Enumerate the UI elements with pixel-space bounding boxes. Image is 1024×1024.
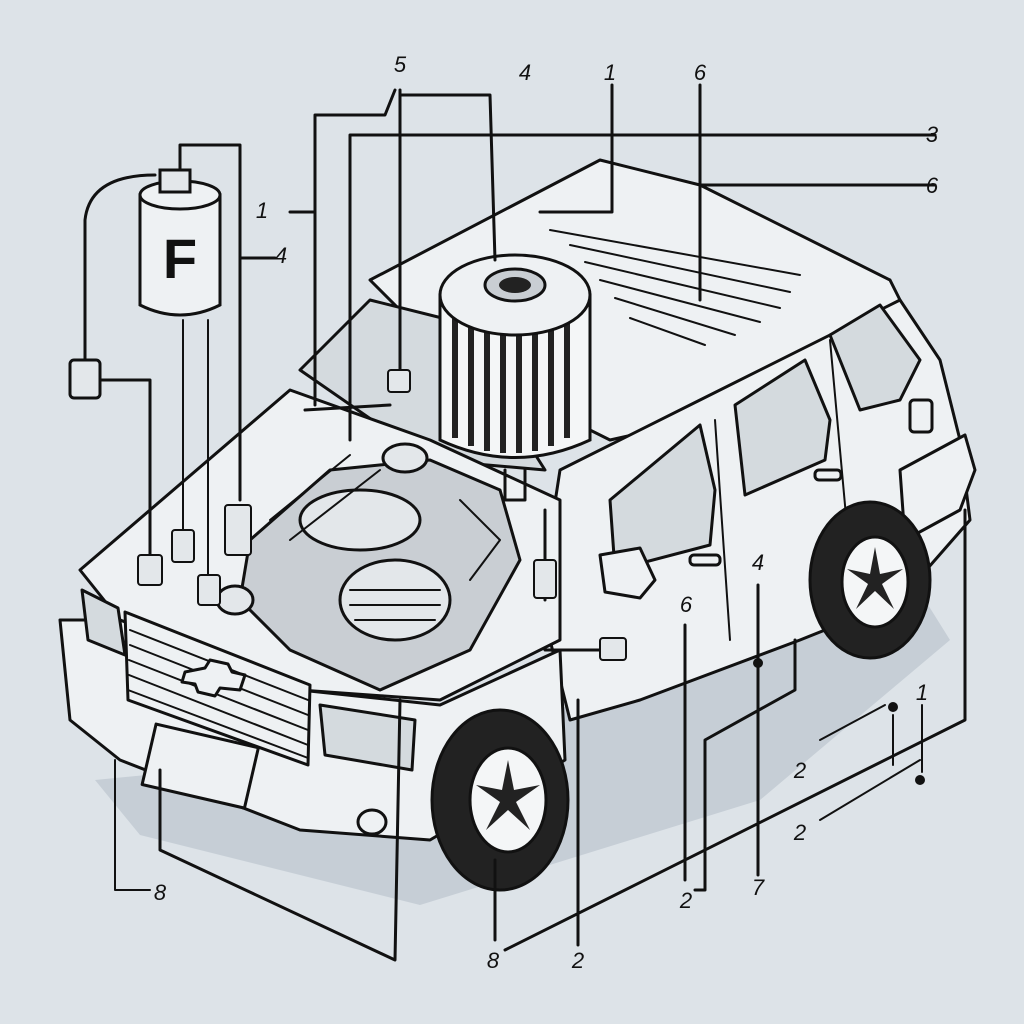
fuel-line-left bbox=[83, 173, 157, 362]
air-filter-pleats bbox=[452, 318, 570, 453]
callout-6-door: 6 bbox=[680, 592, 693, 617]
fuel-lines bbox=[68, 83, 967, 962]
fuel-injector-1 bbox=[137, 554, 163, 586]
callout-2-bottom: 2 bbox=[679, 888, 692, 913]
connector-dot-right bbox=[915, 775, 925, 785]
door-seam-front bbox=[714, 419, 731, 641]
callout-labels: 5 4 1 6 3 6 1 4 4 6 1 2 2 8 2 7 8 2 bbox=[154, 52, 939, 973]
engine-assembly bbox=[215, 442, 522, 692]
air-filter-icon bbox=[438, 253, 592, 502]
fuel-injector-3 bbox=[197, 574, 221, 606]
leader-5 bbox=[313, 88, 397, 407]
connector-dot-door bbox=[753, 658, 763, 668]
air-filter-stem bbox=[503, 468, 527, 502]
side-mirror bbox=[598, 546, 657, 600]
window-rear-quarter bbox=[828, 303, 922, 412]
callout-4-top: 4 bbox=[519, 60, 531, 85]
engine-hoses bbox=[269, 454, 501, 581]
callout-1-top: 1 bbox=[604, 60, 616, 85]
canister-fitting bbox=[158, 168, 192, 194]
leader-2-mid bbox=[819, 704, 886, 741]
leader-2-low bbox=[819, 759, 921, 821]
fuel-valve-5 bbox=[387, 369, 411, 393]
leader-5-branch bbox=[303, 403, 392, 412]
wheel-icon bbox=[476, 760, 540, 830]
callout-5-top: 5 bbox=[394, 52, 407, 77]
canister-body bbox=[138, 193, 222, 317]
callout-4-door: 4 bbox=[752, 550, 764, 575]
window-rear-door bbox=[733, 358, 832, 497]
fuel-pressure-regulator bbox=[224, 504, 252, 556]
fuel-sensor-left bbox=[68, 358, 102, 400]
fuel-connector-right bbox=[599, 637, 627, 661]
callout-1-left: 1 bbox=[256, 198, 268, 223]
fuel-line-top bbox=[178, 143, 242, 502]
front-door-handle bbox=[688, 553, 722, 567]
callout-8-left: 8 bbox=[154, 880, 167, 905]
throttle-body bbox=[215, 584, 255, 616]
license-plate bbox=[140, 722, 260, 810]
fog-light bbox=[356, 808, 388, 836]
roof-rack bbox=[549, 229, 801, 346]
callout-2-bottom-mid: 2 bbox=[571, 948, 584, 973]
canister-letter: F bbox=[163, 227, 197, 290]
cylinder-head bbox=[338, 558, 452, 642]
leader-1-top bbox=[538, 83, 614, 214]
wheel-icon bbox=[847, 547, 903, 609]
fuel-injector-4 bbox=[533, 559, 557, 599]
connector-dot-mid bbox=[888, 702, 898, 712]
leader-3 bbox=[348, 133, 937, 152]
oil-cap bbox=[381, 442, 429, 474]
callout-2-low: 2 bbox=[793, 820, 806, 845]
fuel-line-left-down bbox=[98, 378, 152, 562]
front-wheel bbox=[430, 708, 570, 892]
callout-1-right: 1 bbox=[916, 680, 928, 705]
rear-wheel bbox=[808, 500, 932, 660]
leader-4-top bbox=[398, 93, 497, 262]
bowtie-emblem-icon bbox=[180, 658, 247, 698]
air-filter-inlet-hole bbox=[499, 277, 531, 293]
leader-bottom-loop bbox=[158, 698, 402, 962]
callout-6-top: 6 bbox=[694, 60, 707, 85]
fuel-injector-2 bbox=[171, 529, 195, 563]
intake-manifold bbox=[298, 488, 422, 552]
leader-8-left bbox=[114, 759, 151, 891]
rear-door-handle bbox=[813, 468, 843, 482]
callout-6-right: 6 bbox=[926, 173, 939, 198]
leader-diagonal bbox=[503, 508, 967, 952]
fuel-door bbox=[908, 398, 934, 434]
leader-2-door bbox=[693, 638, 797, 892]
callout-2-mid: 2 bbox=[793, 758, 806, 783]
headlight-right bbox=[318, 703, 417, 772]
callout-8-bottom: 8 bbox=[487, 948, 500, 973]
callout-4-left: 4 bbox=[275, 243, 287, 268]
engine-fins bbox=[349, 589, 441, 621]
callout-3-right: 3 bbox=[926, 122, 939, 147]
callout-7-bottom: 7 bbox=[752, 875, 765, 900]
fuel-filter-canister-icon: F bbox=[138, 168, 222, 317]
